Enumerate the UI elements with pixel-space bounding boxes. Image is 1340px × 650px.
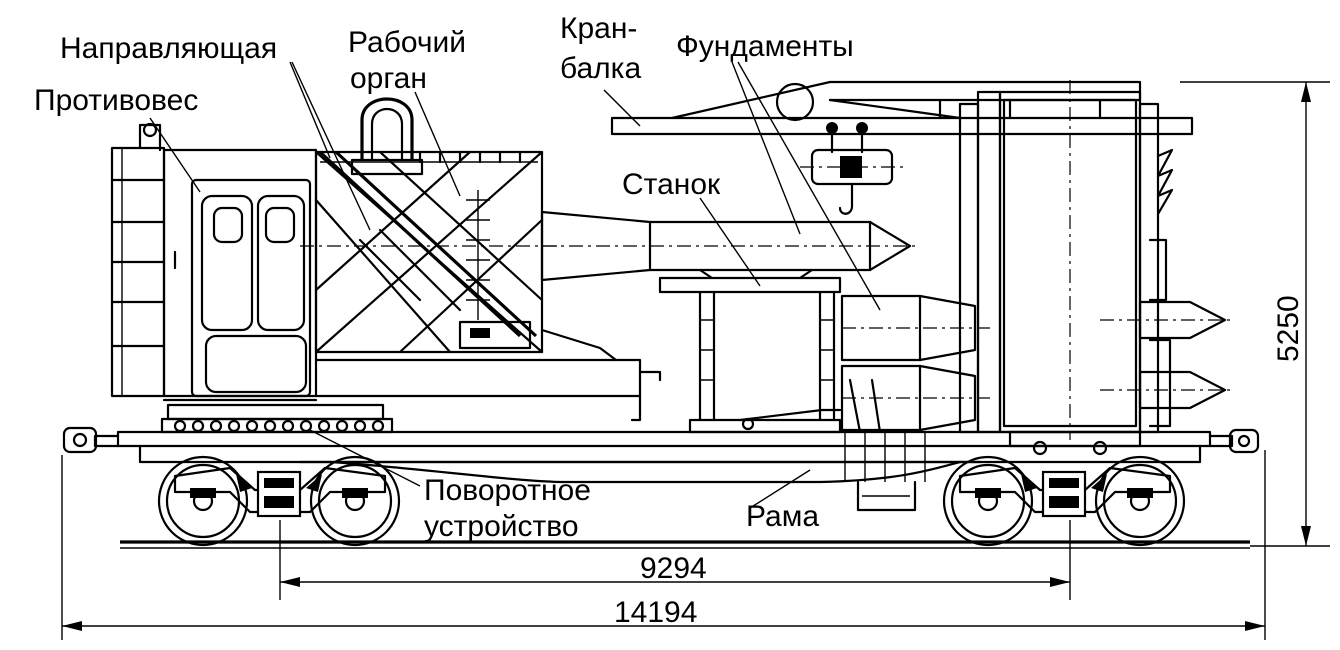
turntable-rollers <box>173 419 385 433</box>
leader-lines <box>149 61 881 509</box>
label-turntable-line2: устройство <box>424 510 579 543</box>
label-frame: Рама <box>746 500 819 533</box>
label-crane-beam-line1: Кран- <box>560 12 637 45</box>
dimension-height <box>1180 81 1330 547</box>
label-working-body-line2: орган <box>350 62 427 95</box>
dim-height: 5250 <box>1272 295 1305 362</box>
foundation-middle <box>840 294 990 362</box>
label-turntable-line1: Поворотное <box>424 474 591 507</box>
dim-bogie-base: 9294 <box>640 552 707 585</box>
label-working-body-line1: Рабочий <box>348 26 466 59</box>
label-guide: Направляющая <box>60 32 277 65</box>
foundation-upper <box>540 210 920 282</box>
right-housing <box>958 80 1235 456</box>
label-machine: Станок <box>622 168 721 201</box>
bogie-left <box>157 455 401 547</box>
bogie-right <box>942 455 1186 547</box>
working-body <box>300 97 618 362</box>
foundation-lower <box>840 364 990 434</box>
counterweight <box>110 122 166 398</box>
label-counterweight: Противовес <box>34 84 198 117</box>
turntable <box>160 403 394 434</box>
dimension-bogie-base <box>279 520 1071 600</box>
label-foundations: Фундаменты <box>676 30 854 63</box>
dimension-overall-length <box>61 450 1266 640</box>
cab <box>162 148 662 422</box>
label-crane-beam-line2: балка <box>560 52 641 85</box>
rail <box>120 540 1250 549</box>
dim-overall-length: 14194 <box>614 596 697 629</box>
frame <box>62 426 1260 512</box>
machine-stand <box>658 268 842 434</box>
